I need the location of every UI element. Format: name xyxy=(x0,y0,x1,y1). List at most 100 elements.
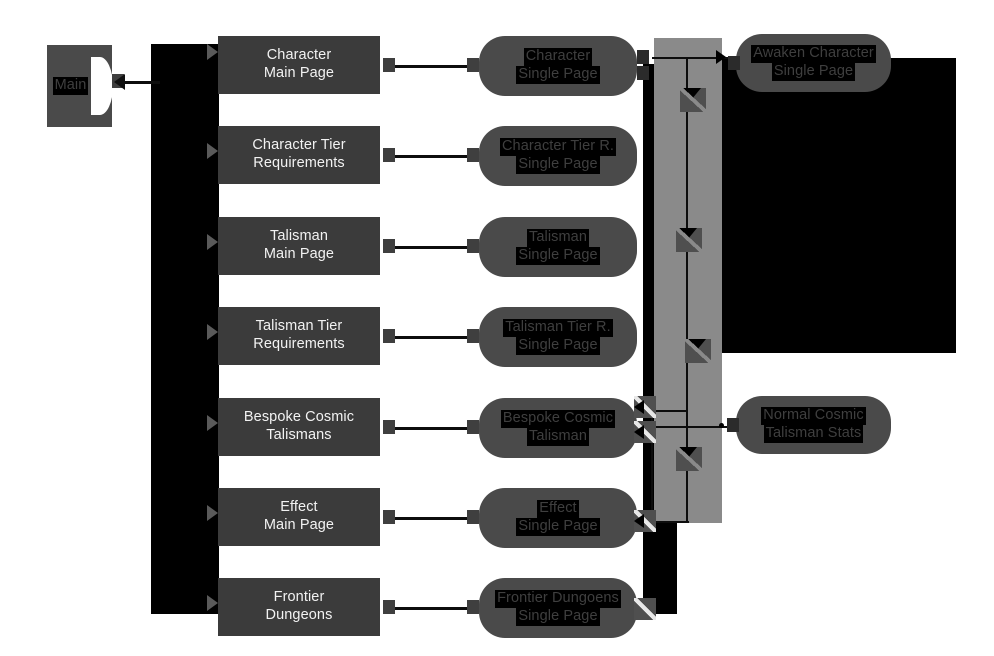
node-character-main-page[interactable]: Character Main Page xyxy=(218,36,380,94)
node-talisman-single-page-line2: Single Page xyxy=(516,247,600,265)
node-effect-main-page-line2: Main Page xyxy=(263,517,335,533)
node-talisman-single-page[interactable]: Talisman Single Page xyxy=(479,217,637,277)
node-normal-cosmic-line1: Normal Cosmic xyxy=(761,407,866,425)
node-normal-cosmic-talisman-stats[interactable]: Normal Cosmic Talisman Stats xyxy=(736,396,891,454)
junction-marker-4[interactable] xyxy=(676,447,702,471)
node-effect-single-page-line2: Single Page xyxy=(516,518,600,536)
connector-line-7 xyxy=(383,607,475,610)
connector-handle-out-7[interactable] xyxy=(383,600,395,614)
entry-arrow-icon-3 xyxy=(207,234,218,250)
route-upper-branch-horizontal xyxy=(651,410,687,412)
node-character-main-page-line2: Main Page xyxy=(263,65,335,81)
node-main-label: Main xyxy=(52,77,89,95)
node-character-tier-requirements[interactable]: Character Tier Requirements xyxy=(218,126,380,184)
junction-marker-frontier[interactable] xyxy=(634,598,656,620)
node-talisman-tier-requirements-line2: Requirements xyxy=(253,336,345,352)
junction-marker-2[interactable] xyxy=(676,228,702,252)
entry-arrow-icon-5 xyxy=(207,415,218,431)
entry-arrow-icon-2 xyxy=(207,143,218,159)
connector-handle-in-6[interactable] xyxy=(467,510,479,524)
connector-line-2 xyxy=(383,155,475,158)
node-frontier-dungoens-single-page-line1: Frontier Dungoens xyxy=(495,590,621,608)
node-talisman-tier-requirements[interactable]: Talisman Tier Requirements xyxy=(218,307,380,365)
connector-handle-out-1[interactable] xyxy=(383,58,395,72)
connector-handle-out-4[interactable] xyxy=(383,329,395,343)
node-character-single-page[interactable]: Character Single Page xyxy=(479,36,637,96)
node-bespoke-cosmic-talismans[interactable]: Bespoke Cosmic Talismans xyxy=(218,398,380,456)
node-character-tier-r-single-page-line1: Character Tier R. xyxy=(499,138,617,156)
node-effect-main-page[interactable]: Effect Main Page xyxy=(218,488,380,546)
node-frontier-dungeons[interactable]: Frontier Dungeons xyxy=(218,578,380,636)
connector-handle-out-2[interactable] xyxy=(383,148,395,162)
connector-line-3 xyxy=(383,246,475,249)
node-character-single-page-line2: Single Page xyxy=(516,66,600,84)
connector-handle-in-4[interactable] xyxy=(467,329,479,343)
node-effect-single-page-line1: Effect xyxy=(537,500,579,518)
connector-handle-in-1[interactable] xyxy=(467,58,479,72)
node-effect-single-page[interactable]: Effect Single Page xyxy=(479,488,637,548)
main-node-lens xyxy=(91,57,113,115)
node-talisman-tier-r-single-page-line1: Talisman Tier R. xyxy=(503,319,613,337)
node-main[interactable]: Main xyxy=(47,45,113,127)
route-bespoke-branch-vertical xyxy=(651,410,653,522)
nub-awaken-a xyxy=(729,46,736,54)
arrow-into-awaken-icon xyxy=(716,50,726,64)
node-awaken-character-single-page[interactable]: Awaken Character Single Page xyxy=(736,34,891,92)
connector-handle-in-5[interactable] xyxy=(467,420,479,434)
connector-line-6 xyxy=(383,517,475,520)
connector-handle-out-3[interactable] xyxy=(383,239,395,253)
connector-handle-char-out-2[interactable] xyxy=(637,66,649,80)
node-frontier-dungeons-line1: Frontier xyxy=(273,589,325,606)
route-to-normal-cosmic xyxy=(686,426,738,428)
node-character-tier-r-single-page[interactable]: Character Tier R. Single Page xyxy=(479,126,637,186)
node-talisman-main-page[interactable]: Talisman Main Page xyxy=(218,217,380,275)
node-frontier-dungoens-single-page-line2: Single Page xyxy=(516,608,600,626)
node-talisman-main-page-line2: Main Page xyxy=(263,246,335,262)
connector-line-1 xyxy=(383,65,475,68)
arrow-into-effect-icon xyxy=(634,514,644,528)
right-black-block xyxy=(722,58,956,353)
connector-handle-in-2[interactable] xyxy=(467,148,479,162)
connector-handle-char-out[interactable] xyxy=(637,50,649,64)
entry-arrow-icon-1 xyxy=(207,44,218,60)
center-gray-band xyxy=(654,38,722,523)
node-bespoke-cosmic-talisman-line1: Bespoke Cosmic xyxy=(500,410,616,428)
connector-line-4 xyxy=(383,336,475,339)
node-talisman-tier-r-single-page-line2: Single Page xyxy=(516,337,600,355)
route-junction-dot xyxy=(719,423,724,428)
arrow-into-normal-cosmic-icon xyxy=(634,425,644,439)
node-character-tier-requirements-line1: Character Tier xyxy=(252,137,346,154)
route-top-horizontal xyxy=(652,57,742,59)
node-bespoke-cosmic-talismans-line2: Talismans xyxy=(266,427,332,443)
entry-arrow-icon-6 xyxy=(207,505,218,521)
connector-handle-in-3[interactable] xyxy=(467,239,479,253)
node-awaken-character-line2: Single Page xyxy=(771,63,856,81)
node-character-tier-r-single-page-line2: Single Page xyxy=(516,156,600,174)
connector-handle-normal-cosmic-in[interactable] xyxy=(727,418,739,432)
junction-slash-icon-1 xyxy=(680,88,706,112)
node-bespoke-cosmic-talisman-single-page[interactable]: Bespoke Cosmic Talisman xyxy=(479,398,637,458)
connector-main-to-stack xyxy=(112,81,160,84)
arrow-into-bespoke-icon xyxy=(634,400,644,414)
main-arrow-icon xyxy=(114,74,125,90)
connector-handle-in-7[interactable] xyxy=(467,600,479,614)
junction-slash-icon-2 xyxy=(676,228,702,252)
junction-marker-3[interactable] xyxy=(685,339,711,363)
node-bespoke-cosmic-talisman-line2: Talisman xyxy=(526,428,589,446)
node-frontier-dungoens-single-page[interactable]: Frontier Dungoens Single Page xyxy=(479,578,637,638)
node-effect-main-page-line1: Effect xyxy=(280,499,318,516)
node-character-main-page-line1: Character xyxy=(266,47,332,64)
node-frontier-dungeons-line2: Dungeons xyxy=(265,607,333,623)
node-normal-cosmic-line2: Talisman Stats xyxy=(763,425,864,443)
entry-arrow-icon-7 xyxy=(207,595,218,611)
entry-arrow-icon-4 xyxy=(207,324,218,340)
node-talisman-tier-r-single-page[interactable]: Talisman Tier R. Single Page xyxy=(479,307,637,367)
connector-handle-awaken-in[interactable] xyxy=(728,56,740,70)
junction-marker-1[interactable] xyxy=(680,88,706,112)
node-talisman-single-page-line1: Talisman xyxy=(526,229,589,247)
connector-handle-out-6[interactable] xyxy=(383,510,395,524)
connector-handle-out-5[interactable] xyxy=(383,420,395,434)
node-character-single-page-line1: Character xyxy=(523,48,593,66)
route-effect-horizontal xyxy=(651,521,689,523)
